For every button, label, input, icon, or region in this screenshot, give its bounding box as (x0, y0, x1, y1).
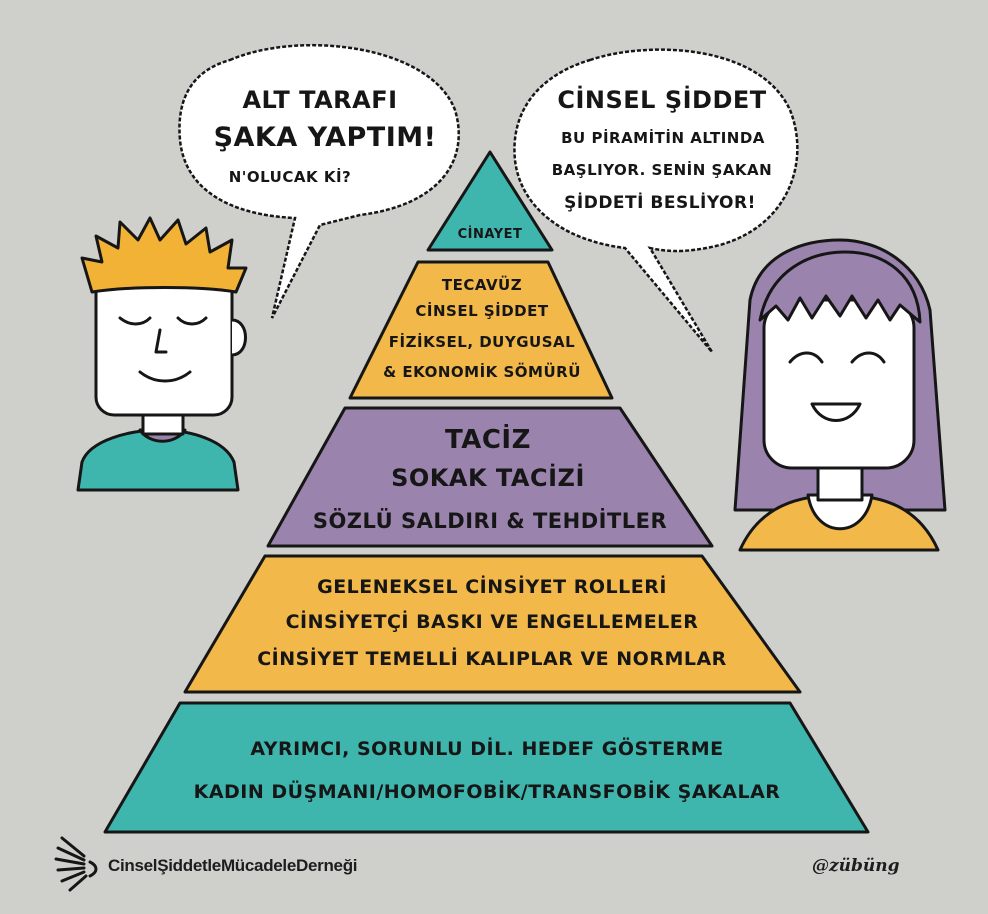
artist-signature: @zübüng (812, 856, 900, 876)
speech-right-line1: CİNSEL ŞİDDET (557, 85, 766, 114)
pyramid-level-4 (183, 554, 802, 694)
speech-bubble-left: ALT TARAFI ŞAKA YAPTIM! N'OLUCAK Kİ? (178, 44, 460, 319)
speech-left-line3: N'OLUCAK Kİ? (229, 167, 351, 186)
level5-line1: AYRIMCI, SORUNLU DİL. HEDEF GÖSTERME (250, 736, 723, 760)
woman-eye-left (788, 351, 824, 364)
level2-line2: CİNSEL ŞİDDET (415, 301, 549, 320)
level2-line1: TECAVÜZ (442, 275, 522, 294)
level2-line4: & EKONOMİK SÖMÜRÜ (383, 362, 581, 381)
radiating-lines-logo-icon (54, 836, 98, 892)
speech-left-line1: ALT TARAFI (242, 86, 397, 114)
speech-right-line2: BU PİRAMİTİN ALTINDA (561, 128, 765, 147)
pyramid-level-3 (266, 406, 714, 548)
woman-mouth (810, 402, 862, 422)
speech-left-line2: ŞAKA YAPTIM! (214, 122, 437, 153)
woman-eye-right (850, 351, 886, 364)
level3-line2: SOKAK TACİZİ (391, 463, 585, 492)
man-mouth (138, 370, 192, 383)
man-nose (154, 328, 168, 354)
woman-character (733, 238, 947, 552)
speech-right-line4: ŞİDDETİ BESLİYOR! (564, 191, 756, 213)
speech-bubble-right: CİNSEL ŞİDDET BU PİRAMİTİN ALTINDA BAŞLI… (513, 48, 799, 353)
woman-face (762, 298, 916, 470)
level4-line3: CİNSİYET TEMELLİ KALIPLAR VE NORMLAR (257, 646, 727, 670)
man-ear (230, 318, 247, 357)
man-hair (80, 216, 248, 294)
man-character (76, 216, 248, 492)
pyramid-level-5 (103, 701, 870, 834)
level2-line3: FİZİKSEL, DUYGUSAL (389, 332, 575, 351)
level3-line1: TACİZ (445, 423, 531, 455)
organization-name: CinselŞiddetleMücadeleDerneği (108, 856, 358, 875)
level5-line2: KADIN DÜŞMANI/HOMOFOBİK/TRANSFOBİK ŞAKAL… (194, 779, 781, 803)
level4-line1: GELENEKSEL CİNSİYET ROLLERİ (317, 574, 667, 598)
man-eye-left (118, 316, 152, 326)
man-eye-right (176, 316, 208, 326)
woman-bangs (758, 250, 922, 324)
level4-line2: CİNSİYETÇİ BASKI VE ENGELLEMELER (286, 609, 699, 633)
level3-line3: SÖZLÜ SALDIRI & TEHDİTLER (313, 508, 667, 533)
pyramid (103, 150, 870, 834)
pyramid-level-2 (348, 260, 614, 400)
woman-neckline (806, 493, 874, 531)
pyramid-level-1 (426, 150, 554, 252)
speech-right-line3: BAŞLIYOR. SENİN ŞAKAN (552, 160, 772, 179)
level1-label: CİNAYET (458, 226, 523, 242)
